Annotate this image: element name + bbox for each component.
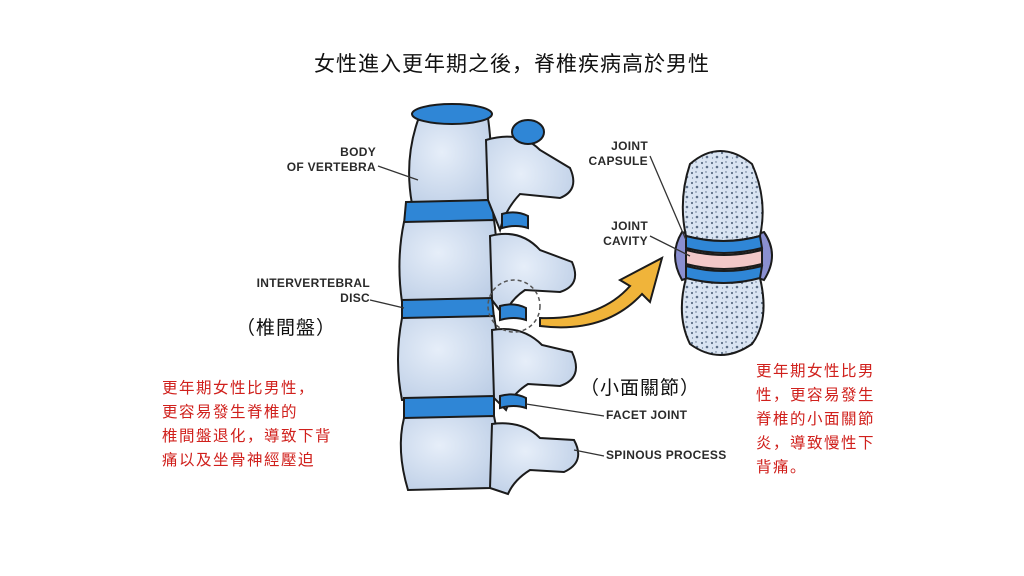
note-line: 更容易發生脊椎的: [162, 403, 299, 421]
annotation-facet-zh: （小面關節）: [580, 377, 701, 399]
joint-detail: [674, 150, 773, 356]
note-line: 性，更容易發生: [756, 386, 876, 404]
cartilage-lower: [685, 264, 764, 284]
facet-highlight-circle: [487, 279, 541, 333]
note-line: 椎間盤退化，導致下背: [162, 427, 333, 445]
lower-bone: [680, 272, 765, 356]
vertebra-body-1: [408, 116, 492, 206]
note-line: 更年期女性比男: [756, 362, 876, 380]
leader-cavity: [649, 235, 691, 257]
label-line: JOINT: [611, 139, 648, 153]
upper-bone: [681, 150, 764, 242]
note-line: 炎，導致慢性下: [756, 434, 876, 452]
facet-joint-1: [501, 211, 529, 230]
vertebral-column: [397, 103, 580, 496]
leader-lines: [369, 155, 691, 457]
note-line: 痛以及坐骨神經壓迫: [162, 451, 316, 469]
label-line: DISC: [340, 291, 370, 305]
label-facet-joint: FACET JOINT: [606, 408, 688, 422]
posterior-element-4: [488, 422, 580, 496]
label-line: CAVITY: [603, 234, 648, 248]
leader-body: [377, 165, 419, 181]
posterior-element-2: [488, 232, 576, 319]
label-line: BODY: [340, 145, 376, 159]
label-line: CAPSULE: [588, 154, 648, 168]
leader-capsule: [649, 155, 687, 241]
vertebra-body-2: [398, 218, 498, 304]
posterior-element-1: [484, 135, 575, 234]
label-body-of-vertebra: BODY OF VERTEBRA: [270, 145, 376, 175]
annotation-left-note: 更年期女性比男性， 更容易發生脊椎的 椎間盤退化，導致下背 痛以及坐骨神經壓迫: [162, 376, 332, 472]
leader-disc: [369, 299, 405, 309]
vertebra-top-disc: [411, 103, 493, 125]
joint-cavity: [685, 248, 763, 270]
label-spinous-process: SPINOUS PROCESS: [606, 448, 727, 462]
label-line: JOINT: [611, 219, 648, 233]
label-joint-cavity: JOINT CAVITY: [580, 219, 648, 249]
annotation-disc-zh: （椎間盤）: [236, 317, 337, 339]
label-line: OF VERTEBRA: [286, 160, 376, 174]
label-joint-capsule: JOINT CAPSULE: [578, 139, 648, 169]
note-line: 脊椎的小面關節: [756, 410, 876, 428]
facet-joint-2: [499, 303, 527, 322]
label-intervertebral-disc: INTERVERTEBRAL DISC: [246, 276, 370, 306]
page-title: 女性進入更年期之後，脊椎疾病高於男性: [314, 52, 710, 76]
vertebra-body-4: [399, 414, 499, 492]
note-line: 更年期女性比男性，: [162, 379, 316, 397]
facet-joint-3: [499, 393, 527, 410]
label-line: INTERVERTEBRAL: [256, 276, 370, 290]
vertebra-body-3: [397, 314, 499, 402]
pointer-arrow: [539, 256, 664, 329]
cartilage-upper: [685, 234, 764, 254]
annotation-right-note: 更年期女性比男 性，更容易發生 脊椎的小面關節 炎，導致慢性下 背痛。: [756, 359, 875, 479]
note-line: 背痛。: [756, 458, 808, 476]
leader-facet: [525, 403, 605, 417]
leader-spinous: [573, 449, 605, 457]
facet-top: [511, 119, 545, 145]
